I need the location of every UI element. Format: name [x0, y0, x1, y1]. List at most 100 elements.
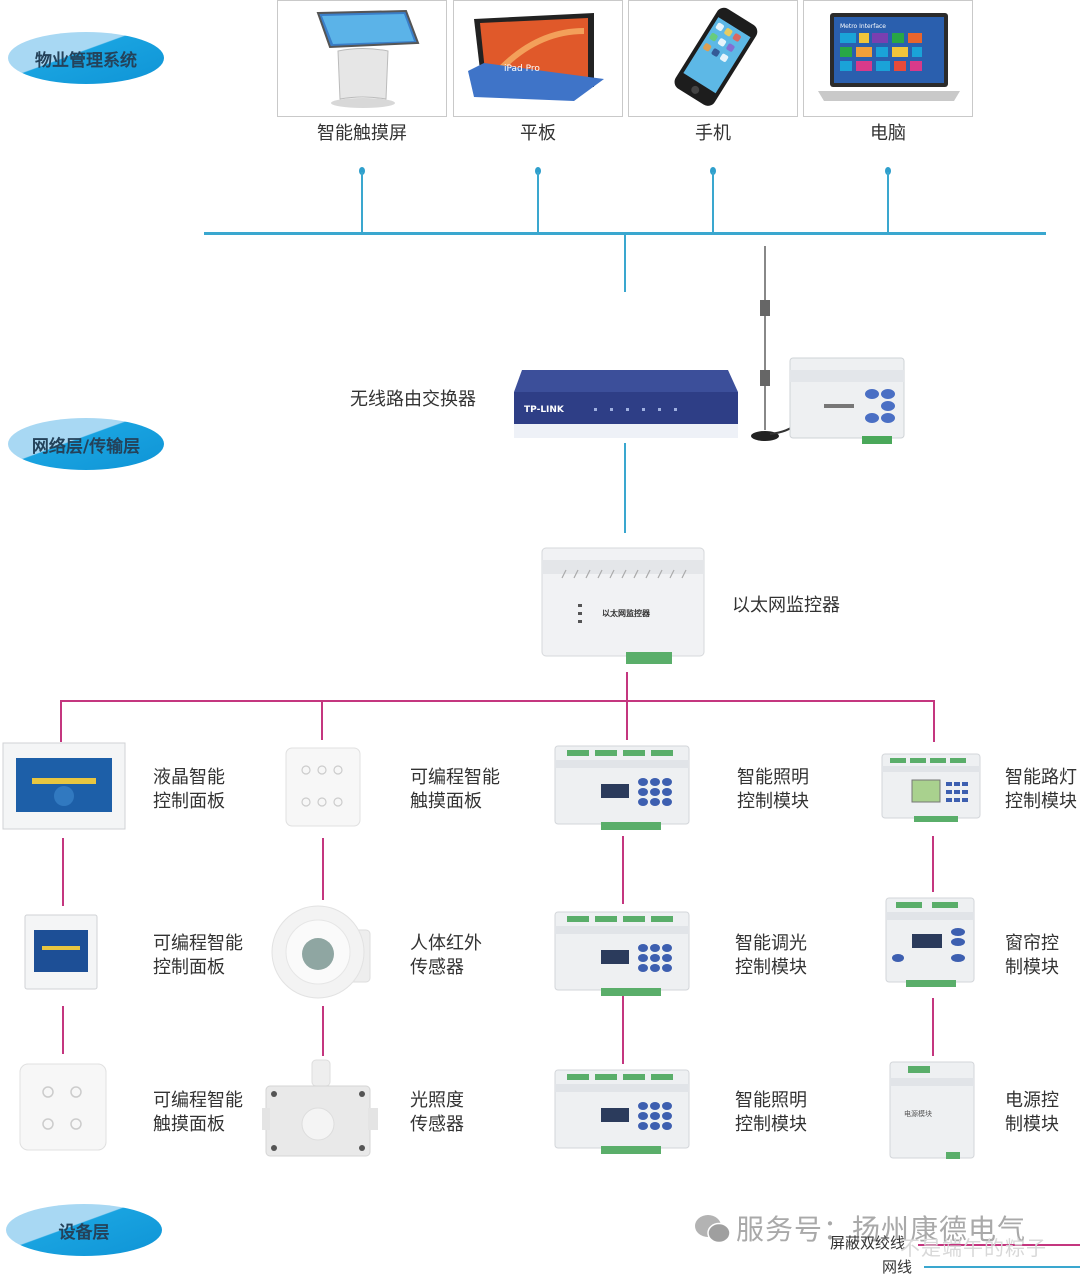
layer-badge-network: 网络层/传输层	[8, 418, 164, 470]
legend-line-network	[924, 1266, 1080, 1268]
device-label: 可编程智能 触摸面板	[410, 767, 500, 812]
legend-label-shielded: 屏蔽双绞线	[830, 1234, 906, 1252]
device-line-drop	[321, 700, 323, 740]
touch-panel-icon	[19, 1063, 107, 1151]
network-line-drop	[361, 172, 363, 232]
router-label: 无线路由交换器	[350, 389, 476, 410]
kiosk-touchscreen-icon	[316, 9, 420, 108]
power-module-device: 电源模块	[888, 1056, 978, 1168]
device-line-vertical	[622, 994, 624, 1064]
device-label: 液晶智能 控制面板	[153, 767, 225, 812]
layer-label: 网络层/传输层	[31, 436, 141, 457]
svg-text:Metro Interface: Metro Interface	[840, 23, 886, 30]
curtain-module-device	[884, 894, 978, 990]
connector-dot	[885, 167, 891, 175]
layer-label: 物业管理系统	[35, 50, 137, 71]
device-label: 可编程智能 触摸面板	[153, 1090, 243, 1135]
client-card-phone	[628, 0, 798, 117]
wireless-module-device	[784, 352, 909, 448]
client-label-tablet: 平板	[520, 123, 556, 144]
connector-dot	[359, 167, 365, 175]
light-sensor-icon	[262, 1059, 378, 1157]
network-bus-line	[204, 232, 1046, 235]
touch-panel-icon	[285, 747, 361, 827]
network-line-drop	[887, 172, 889, 232]
network-line-to-router	[624, 234, 626, 292]
device-label: 可编程智能 控制面板	[153, 933, 243, 978]
client-card-laptop: Metro Interface	[803, 0, 973, 117]
din-rail-module-icon	[554, 1069, 690, 1154]
monitor-label: 以太网监控器	[732, 595, 840, 616]
device-label: 电源控 制模块	[1005, 1090, 1059, 1135]
device-line-from-monitor	[626, 672, 628, 702]
device-label: 智能照明 控制模块	[735, 1090, 807, 1135]
lcd-panel-icon	[2, 742, 126, 830]
watermark-text: 服务号：扬州康德电气	[736, 1213, 1027, 1246]
control-panel-screen-icon	[24, 914, 98, 990]
device-label: 智能照明 控制模块	[737, 767, 809, 812]
layer-badge-device: 设备层	[6, 1204, 162, 1256]
device-label: 窗帘控 制模块	[1005, 933, 1059, 978]
ethernet-monitor-device: 以太网监控器	[540, 540, 710, 670]
streetlight-module-device	[880, 750, 984, 828]
connector-dot	[710, 167, 716, 175]
device-line-vertical	[932, 836, 934, 892]
device-line-drop	[933, 700, 935, 742]
tablet-icon: iPad Pro	[468, 13, 604, 101]
din-rail-module-icon	[554, 745, 690, 830]
router-device: TP-LINK	[510, 368, 740, 448]
device-line-vertical	[62, 1006, 64, 1054]
touch-panel-6key-device	[284, 746, 364, 828]
touch-panel-4key-device	[18, 1062, 110, 1154]
network-line-drop	[712, 172, 714, 232]
device-line-vertical	[622, 836, 624, 904]
client-card-kiosk	[277, 0, 447, 117]
layer-label: 设备层	[58, 1222, 110, 1243]
device-line-vertical	[932, 998, 934, 1056]
device-line-drop	[626, 700, 628, 740]
legend-line-shielded	[918, 1244, 1080, 1246]
device-line-vertical	[62, 838, 64, 906]
device-line-vertical	[322, 1006, 324, 1056]
light-sensor-device	[262, 1058, 378, 1160]
svg-text:iPad Pro: iPad Pro	[504, 64, 540, 74]
laptop-icon: Metro Interface	[818, 13, 960, 101]
svg-text:电源模块: 电源模块	[904, 1109, 932, 1118]
router-icon: TP-LINK	[514, 370, 738, 438]
lcd-control-panel-device	[2, 742, 126, 832]
pir-sensor-icon	[271, 905, 371, 999]
client-label-kiosk: 智能触摸屏	[317, 123, 407, 144]
legend-label-network: 网线	[882, 1258, 913, 1276]
device-bus-line	[60, 700, 935, 702]
layer-badge-management: 物业管理系统	[8, 32, 164, 84]
client-card-tablet: iPad Pro	[453, 0, 623, 117]
lighting-module-2-device	[553, 1064, 693, 1160]
smartphone-icon	[674, 7, 758, 106]
din-rail-module-icon	[789, 357, 905, 444]
client-label-laptop: 电脑	[870, 123, 906, 144]
din-rail-module-icon: 电源模块	[889, 1061, 975, 1159]
connector-dot	[535, 167, 541, 175]
network-line-to-monitor	[624, 443, 626, 533]
din-rail-module-icon	[554, 911, 690, 996]
ethernet-monitor-icon: 以太网监控器	[541, 547, 705, 664]
pir-sensor-device	[270, 902, 376, 1002]
watermark-author: 不是端午的粽子	[900, 1236, 1047, 1260]
programmable-control-panel-device	[24, 914, 100, 992]
lighting-module-device	[553, 740, 693, 836]
device-line-drop	[60, 700, 62, 742]
din-rail-module-icon	[885, 897, 975, 987]
antenna-icon	[751, 246, 797, 441]
device-label: 智能路灯 控制模块	[1005, 767, 1077, 812]
device-label: 人体红外 传感器	[410, 933, 482, 978]
wechat-icon	[694, 1213, 732, 1245]
router-brand: TP-LINK	[524, 405, 565, 415]
antenna-device	[748, 244, 798, 450]
client-label-phone: 手机	[695, 123, 731, 144]
network-line-drop	[537, 172, 539, 232]
din-rail-module-icon	[881, 753, 981, 822]
dimming-module-device	[553, 906, 693, 1002]
device-label: 光照度 传感器	[410, 1090, 464, 1135]
device-label: 智能调光 控制模块	[735, 933, 807, 978]
device-line-vertical	[322, 838, 324, 900]
